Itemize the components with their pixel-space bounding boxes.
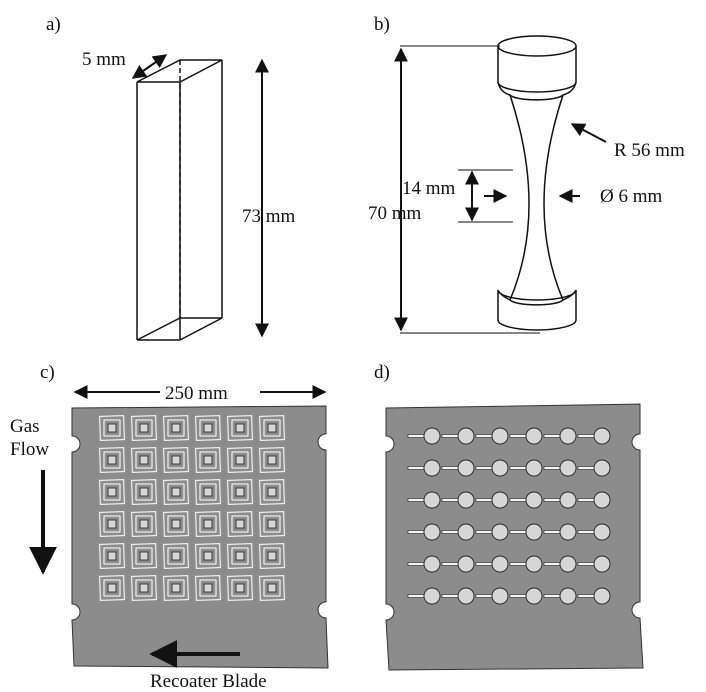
cylindrical-specimen-top-view — [407, 459, 441, 477]
cylindrical-specimen-top-view — [577, 427, 611, 445]
width-dimension-label: 5 mm — [82, 49, 126, 70]
cylindrical-specimen-top-view — [475, 555, 509, 573]
rectangular-bar-top-view — [258, 414, 286, 442]
rectangular-bar-top-view — [226, 510, 254, 538]
rectangular-bar-top-view — [258, 446, 286, 474]
rectangular-bar-top-view — [130, 478, 158, 506]
cylindrical-specimen-top-view — [441, 587, 475, 605]
cylindrical-specimen-top-view — [441, 459, 475, 477]
cylindrical-specimen-top-view — [475, 427, 509, 445]
rectangular-bar-top-view — [98, 542, 126, 570]
rectangular-bar-top-view — [194, 414, 222, 442]
cylindrical-specimen-top-view — [577, 555, 611, 573]
specimen-grid-d — [407, 427, 611, 605]
gas-flow-label-line1: Gas — [10, 416, 40, 437]
build-plate-d — [385, 403, 644, 671]
gas-flow-label-line2: Flow — [10, 439, 49, 460]
rectangular-bar-top-view — [258, 574, 286, 602]
rectangular-bar-top-view — [258, 510, 286, 538]
panel-d: d) — [374, 362, 644, 671]
panel-c: c) 250 mm Gas Flow Recoater Blade — [10, 362, 329, 692]
cylindrical-specimen-top-view — [407, 555, 441, 573]
rectangular-bar-top-view — [98, 414, 126, 442]
total-length-label: 70 mm — [368, 203, 422, 224]
specimen-grid-c — [98, 414, 286, 602]
rectangular-bar-top-view — [226, 574, 254, 602]
rectangular-bar-top-view — [258, 542, 286, 570]
cylindrical-specimen-top-view — [475, 587, 509, 605]
rectangular-bar-top-view — [226, 414, 254, 442]
cylindrical-specimen-top-view — [543, 555, 577, 573]
rectangular-bar-top-view — [130, 542, 158, 570]
rectangular-bar-top-view — [162, 510, 190, 538]
cylindrical-specimen-top-view — [441, 523, 475, 541]
rectangular-bar-top-view — [194, 542, 222, 570]
cylindrical-specimen-top-view — [543, 587, 577, 605]
cylindrical-specimen-top-view — [509, 427, 543, 445]
tensile-specimen — [497, 35, 577, 331]
rectangular-bar-top-view — [130, 574, 158, 602]
cylindrical-specimen-top-view — [543, 427, 577, 445]
cylindrical-specimen-top-view — [509, 523, 543, 541]
panel-b-label: b) — [374, 14, 390, 35]
rectangular-bar-top-view — [162, 446, 190, 474]
cylindrical-specimen-top-view — [475, 459, 509, 477]
rectangular-bar-top-view — [226, 542, 254, 570]
cylindrical-specimen-top-view — [475, 523, 509, 541]
build-plate-c — [71, 405, 329, 669]
cylindrical-specimen-top-view — [509, 491, 543, 509]
rectangular-bar-top-view — [162, 574, 190, 602]
cylindrical-specimen-top-view — [577, 459, 611, 477]
cylindrical-specimen-top-view — [577, 523, 611, 541]
recoater-label: Recoater Blade — [150, 671, 267, 692]
cylindrical-specimen-top-view — [577, 491, 611, 509]
cylindrical-specimen-top-view — [509, 555, 543, 573]
cylindrical-specimen-top-view — [407, 491, 441, 509]
cylindrical-specimen-top-view — [543, 491, 577, 509]
panel-a-label: a) — [46, 14, 61, 35]
cylindrical-specimen-top-view — [441, 555, 475, 573]
rectangular-bar-top-view — [98, 478, 126, 506]
panel-d-label: d) — [374, 362, 390, 383]
panel-c-label: c) — [40, 362, 55, 383]
cylindrical-specimen-top-view — [407, 523, 441, 541]
rectangular-bar-top-view — [226, 446, 254, 474]
rectangular-bar-top-view — [130, 414, 158, 442]
rectangular-bar-top-view — [98, 446, 126, 474]
rectangular-bar-top-view — [226, 478, 254, 506]
rectangular-bar-top-view — [162, 478, 190, 506]
rectangular-bar-top-view — [194, 478, 222, 506]
rectangular-bar-top-view — [194, 446, 222, 474]
height-dimension-label: 73 mm — [242, 206, 296, 227]
width-dimension-arrow — [131, 54, 168, 79]
cylindrical-specimen-top-view — [407, 427, 441, 445]
rectangular-bar-specimen — [136, 59, 223, 341]
rectangular-bar-top-view — [194, 510, 222, 538]
cylindrical-specimen-top-view — [543, 523, 577, 541]
cylindrical-specimen-top-view — [577, 587, 611, 605]
rectangular-bar-top-view — [98, 510, 126, 538]
radius-label: R 56 mm — [614, 140, 685, 161]
panel-b: b) 70 mm 14 mm R — [368, 14, 685, 334]
cylindrical-specimen-top-view — [407, 587, 441, 605]
rectangular-bar-top-view — [194, 574, 222, 602]
cylindrical-specimen-top-view — [441, 491, 475, 509]
panel-a: a) 5 mm 73 mm — [46, 14, 296, 341]
cylindrical-specimen-top-view — [543, 459, 577, 477]
plate-width-label: 250 mm — [165, 383, 228, 404]
gauge-length-label: 14 mm — [402, 178, 456, 199]
cylindrical-specimen-top-view — [509, 459, 543, 477]
rectangular-bar-top-view — [130, 510, 158, 538]
radius-arrow — [570, 123, 607, 143]
rectangular-bar-top-view — [162, 414, 190, 442]
rectangular-bar-top-view — [162, 542, 190, 570]
rectangular-bar-top-view — [258, 478, 286, 506]
cylindrical-specimen-top-view — [441, 427, 475, 445]
rectangular-bar-top-view — [98, 574, 126, 602]
rectangular-bar-top-view — [130, 446, 158, 474]
cylindrical-specimen-top-view — [509, 587, 543, 605]
cylindrical-specimen-top-view — [475, 491, 509, 509]
diameter-label: Ø 6 mm — [600, 186, 663, 207]
